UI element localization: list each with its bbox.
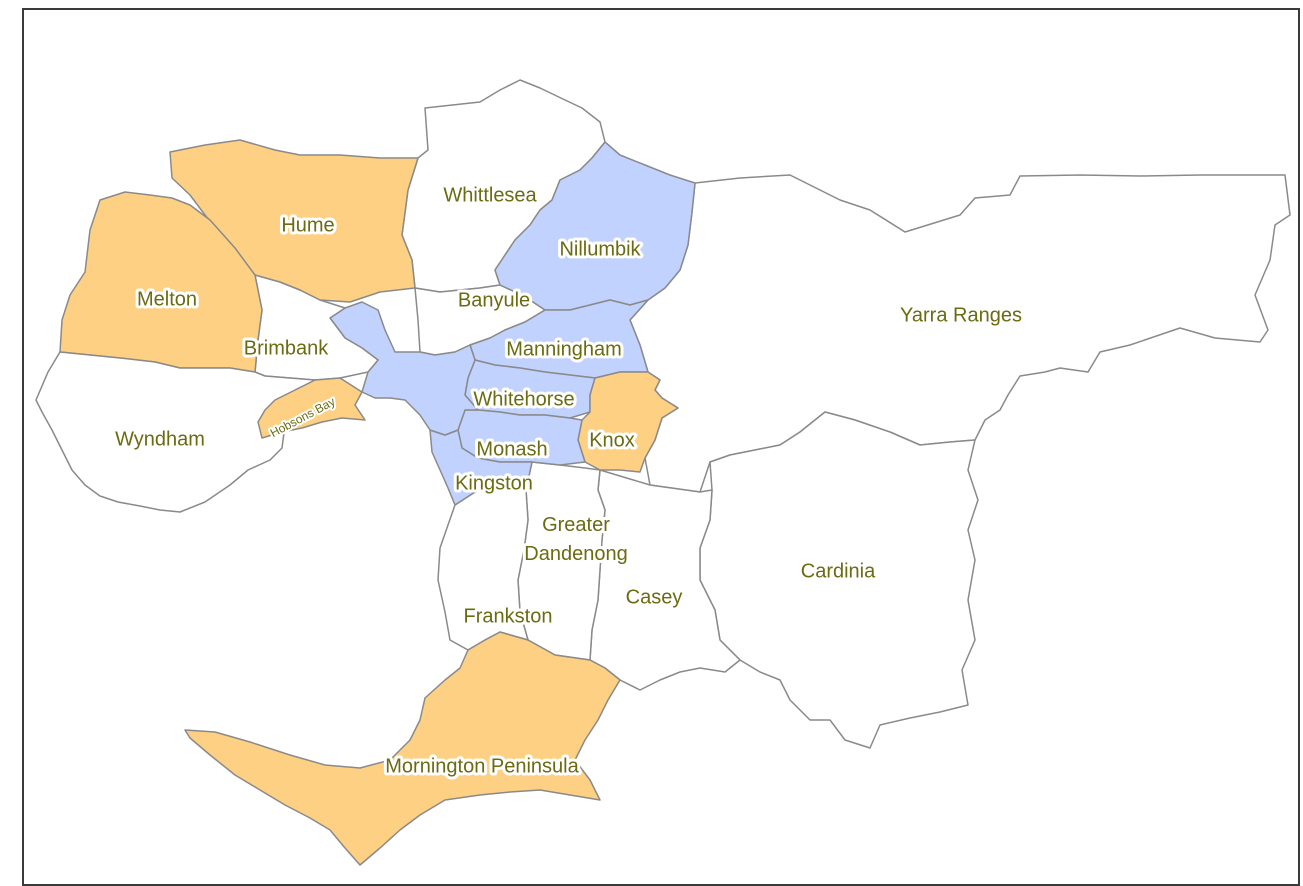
label-kingston: Kingston [455,472,533,494]
region-mornington-peninsula[interactable] [184,631,621,866]
label-nillumbik: Nillumbik [559,238,641,260]
label-melton: Melton [137,288,197,310]
region-inner-metro[interactable] [329,301,479,436]
label-cardinia: Cardinia [801,560,876,582]
label-manningham: Manningham [506,338,622,360]
label-frankston: Frankston [464,605,553,627]
label-mornington-peninsula: Mornington Peninsula [385,755,579,777]
region-hobsons-bay[interactable] [257,377,366,439]
label-yarra-ranges: Yarra Ranges [900,304,1022,326]
label-brimbank: Brimbank [244,337,329,359]
label-whitehorse: Whitehorse [473,388,574,410]
label-wyndham: Wyndham [115,428,205,450]
label-casey: Casey [626,586,683,608]
label-whittlesea: Whittlesea [443,184,537,206]
label-knox: Knox [589,429,635,451]
region-wyndham[interactable] [35,351,316,513]
label-hume: Hume [281,214,334,236]
label-monash: Monash [476,438,547,460]
region-kingston[interactable] [429,429,533,506]
label-banyule: Banyule [458,289,530,311]
